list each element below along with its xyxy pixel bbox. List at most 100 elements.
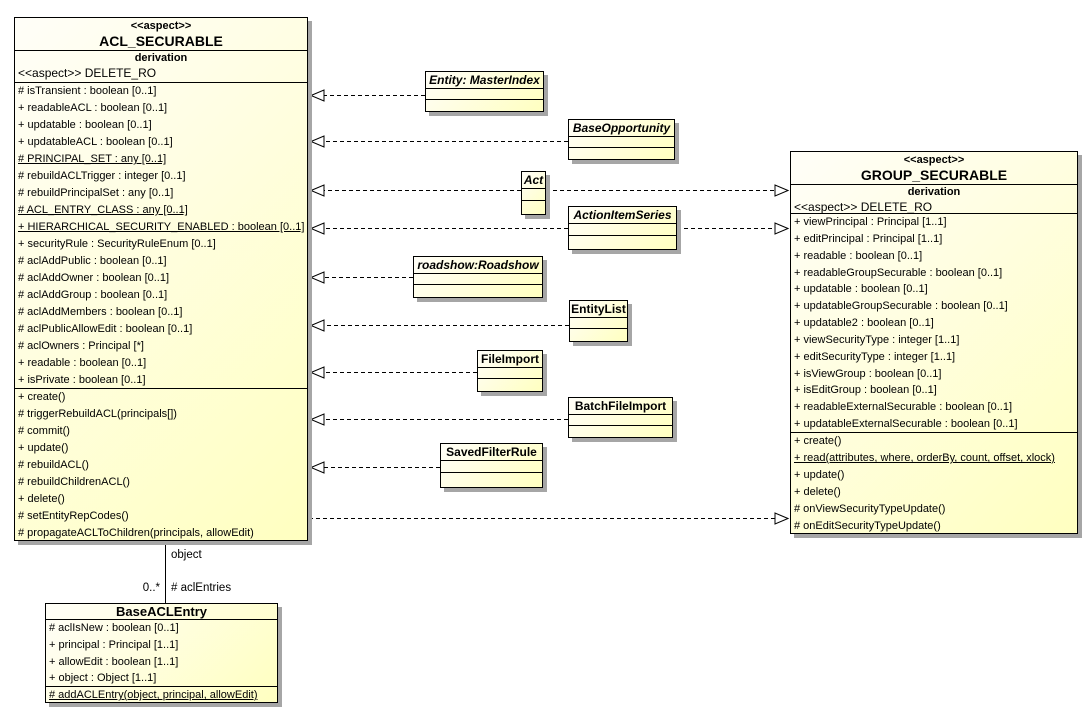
connector-entity-list-to-acl-securable[interactable] [309,319,569,332]
uml-attribute: + allowEdit : boolean [1..1] [49,655,179,668]
connector-action-item-series-to-acl-securable[interactable] [309,222,568,235]
class-box-base-opportunity[interactable]: BaseOpportunity [568,119,675,160]
uml-attribute: # aclAddPublic : boolean [0..1] [18,255,167,267]
class-methods-compartment: + create()+ read(attributes, where, orde… [791,433,1077,535]
class-name: Act [523,173,544,187]
class-attributes-compartment [441,461,542,473]
connector-saved-filter-rule-to-acl-securable-arrowhead [309,461,325,474]
class-title-compartment: BaseOpportunity [569,120,674,137]
class-title-compartment: BaseACLEntry [46,604,277,620]
class-attributes-compartment [414,274,542,285]
class-title-compartment: Act [522,172,545,189]
uml-attribute: # aclAddGroup : boolean [0..1] [18,289,168,301]
uml-attribute: + readableACL : boolean [0..1] [18,102,168,114]
class-methods-compartment [441,473,542,489]
class-methods-compartment [414,285,542,299]
class-tags-compartment: derivation<<aspect>> DELETE_RO [15,51,307,83]
uml-method: + delete() [794,486,841,498]
class-name: GROUP_SECURABLE [860,167,1008,183]
class-attributes-compartment [426,89,543,100]
class-box-entity-list[interactable]: EntityList [569,300,628,342]
connector-act-to-acl-securable-arrowhead [309,184,325,197]
class-methods-compartment [478,379,542,393]
connector-acl-securable-to-group-securable-arrowhead [774,512,790,525]
class-box-base-acl-entry[interactable]: BaseACLEntry # aclIsNew : boolean [0..1] +… [45,603,278,703]
uml-attribute: # aclIsNew : boolean [0..1] [49,622,179,634]
class-title-compartment: ActionItemSeries [569,207,676,224]
uml-attribute: + updatableACL : boolean [0..1] [18,136,173,148]
uml-attribute: # aclOwners : Principal [*] [18,340,144,352]
connector-batch-file-import-to-acl-securable[interactable] [309,413,568,426]
uml-method: + create() [18,391,66,403]
uml-attribute: + readableGroupSecurable : boolean [0..1… [794,266,1003,279]
connector-roadshow-to-acl-securable[interactable] [309,271,413,284]
uml-attribute: + viewSecurityType : integer [1..1] [794,333,960,346]
class-methods-compartment: + create() # triggerRebuildACL(principals… [15,389,307,542]
uml-method: # rebuildACL() [18,459,89,471]
connector-file-import-to-acl-securable[interactable] [309,366,477,379]
class-tag-derivation: derivation [907,186,961,198]
connector-base-opportunity-to-acl-securable-arrowhead [309,135,325,148]
class-box-entity-masterindex[interactable]: Entity: MasterIndex [425,71,544,112]
class-box-file-import[interactable]: FileImport [477,350,543,392]
uml-method: # rebuildChildrenACL() [18,476,130,488]
class-name: BaseOpportunity [572,121,671,135]
class-title-compartment: Entity: MasterIndex [426,72,543,89]
class-tag-derivation: derivation [134,52,188,64]
class-title-compartment: <<aspect>>GROUP_SECURABLE [791,152,1077,185]
association-label-multiplicity: 0..* [142,582,160,594]
uml-attribute: # aclAddMembers : boolean [0..1] [18,306,183,318]
connector-roadshow-to-acl-securable-arrowhead [309,271,325,284]
class-attributes-compartment: + viewPrincipal : Principal [1..1]+ edit… [791,214,1077,433]
uml-method: # triggerRebuildACL(principals[]) [18,408,177,420]
class-name: BatchFileImport [574,399,667,413]
uml-attribute: # aclPublicAllowEdit : boolean [0..1] [18,323,193,335]
connector-act-to-acl-securable[interactable] [309,184,521,197]
class-stereotype: <<aspect>> [130,20,192,32]
connector-action-item-series-to-group-securable[interactable] [677,222,790,235]
connector-entity-list-to-acl-securable-arrowhead [309,319,325,332]
uml-attribute: + updatableExternalSecurable : boolean [… [794,418,1018,431]
uml-attribute: + viewPrincipal : Principal [1..1] [794,216,947,228]
class-box-batch-file-import[interactable]: BatchFileImport [568,397,673,438]
class-methods-compartment [426,100,543,113]
class-methods-compartment: # addACLEntry(object, principal, allowEd… [46,687,277,704]
uml-attribute: # isTransient : boolean [0..1] [18,85,157,97]
class-title-compartment: EntityList [570,301,627,318]
uml-attribute: + isPrivate : boolean [0..1] [18,374,146,386]
uml-method: + read(attributes, where, orderBy, count… [794,452,1055,464]
connector-act-to-group-securable[interactable] [546,184,790,197]
connector-entity-masterindex-to-acl-securable-arrowhead [309,89,325,102]
class-attributes-compartment [569,137,674,148]
uml-attribute: + securityRule : SecurityRuleEnum [0..1] [18,238,216,250]
class-box-roadshow-roadshow[interactable]: roadshow:Roadshow [413,256,543,298]
uml-method: # commit() [18,425,70,437]
class-box-act[interactable]: Act [521,171,546,215]
connector-entity-masterindex-to-acl-securable[interactable] [309,89,425,102]
class-attributes-compartment [522,189,545,201]
uml-attribute: # ACL_ENTRY_CLASS : any [0..1] [18,204,188,216]
uml-method: # propagateACLToChildren(principals, all… [18,527,254,539]
class-attributes-compartment [570,318,627,329]
connector-saved-filter-rule-to-acl-securable[interactable] [309,461,440,474]
uml-method: + update() [18,442,69,454]
class-name: roadshow:Roadshow [417,258,539,272]
class-attributes-compartment [569,224,676,236]
class-box-action-item-series[interactable]: ActionItemSeries [568,206,677,250]
class-attributes-compartment [478,368,542,379]
uml-attribute: # PRINCIPAL_SET : any [0..1] [18,153,167,165]
connector-action-item-series-to-group-securable-arrowhead [774,222,790,235]
connector-acl-securable-to-group-securable[interactable] [309,512,790,525]
uml-method: # setEntityRepCodes() [18,510,129,522]
class-title-compartment: BatchFileImport [569,398,672,415]
uml-attribute: + readable : boolean [0..1] [794,249,923,262]
class-box-saved-filter-rule[interactable]: SavedFilterRule [440,443,543,488]
class-tags-compartment: derivation<<aspect>> DELETE_RO [791,185,1077,214]
class-title-compartment: <<aspect>>ACL_SECURABLE [15,18,307,51]
class-methods-compartment [569,236,676,251]
connector-base-opportunity-to-acl-securable[interactable] [309,135,568,148]
uml-attribute: + isViewGroup : boolean [0..1] [794,367,942,380]
